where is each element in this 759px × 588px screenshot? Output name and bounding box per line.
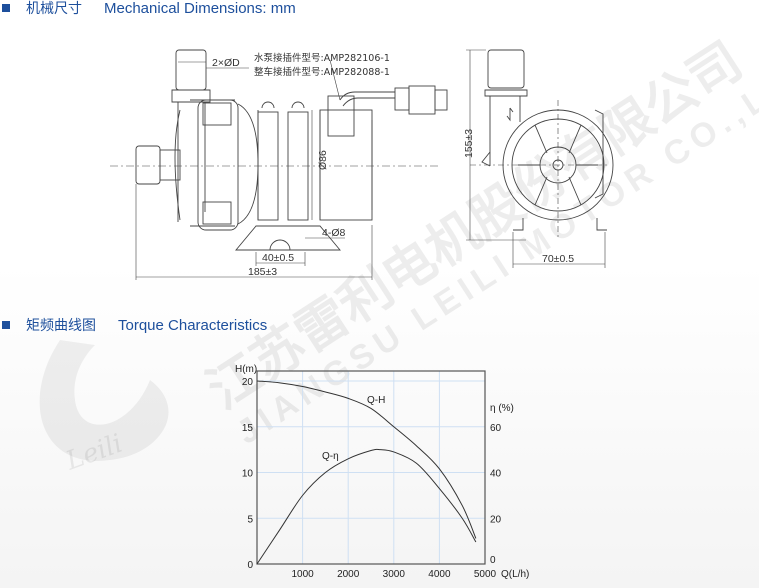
vehicle-connector-label: 整车接插件型号:AMP282088-1	[254, 66, 390, 78]
pump-connector-label: 水泵接插件型号:AMP282106-1	[254, 52, 390, 64]
section-title-cn: 机械尺寸	[26, 1, 82, 17]
bullet-icon	[2, 4, 10, 12]
section-title-cn: 矩频曲线图	[26, 318, 96, 334]
diameter-label: Ø86	[317, 150, 329, 170]
holes-label: 4-Ø8	[322, 227, 346, 239]
height-label: 155±3	[463, 129, 475, 158]
front-view	[466, 49, 614, 268]
width-label: 70±0.5	[542, 253, 574, 265]
section-title-en: Mechanical Dimensions: mm	[104, 0, 296, 17]
length-label: 185±3	[248, 266, 277, 278]
section-title-en: Torque Characteristics	[118, 316, 268, 334]
section-torque-characteristics: 矩频曲线图 Torque Characteristics	[0, 316, 267, 334]
bullet-icon	[2, 321, 10, 329]
side-view	[110, 49, 448, 280]
section-mechanical-dimensions: 机械尺寸 Mechanical Dimensions: mm	[0, 0, 296, 17]
inlet-dimension-label: 2×ØD	[212, 57, 240, 69]
dimension-drawing: 2×ØD 水泵接插件型号:AMP282106-1 整车接插件型号:AMP2820…	[110, 49, 614, 280]
mount-spacing-label: 40±0.5	[262, 252, 294, 264]
